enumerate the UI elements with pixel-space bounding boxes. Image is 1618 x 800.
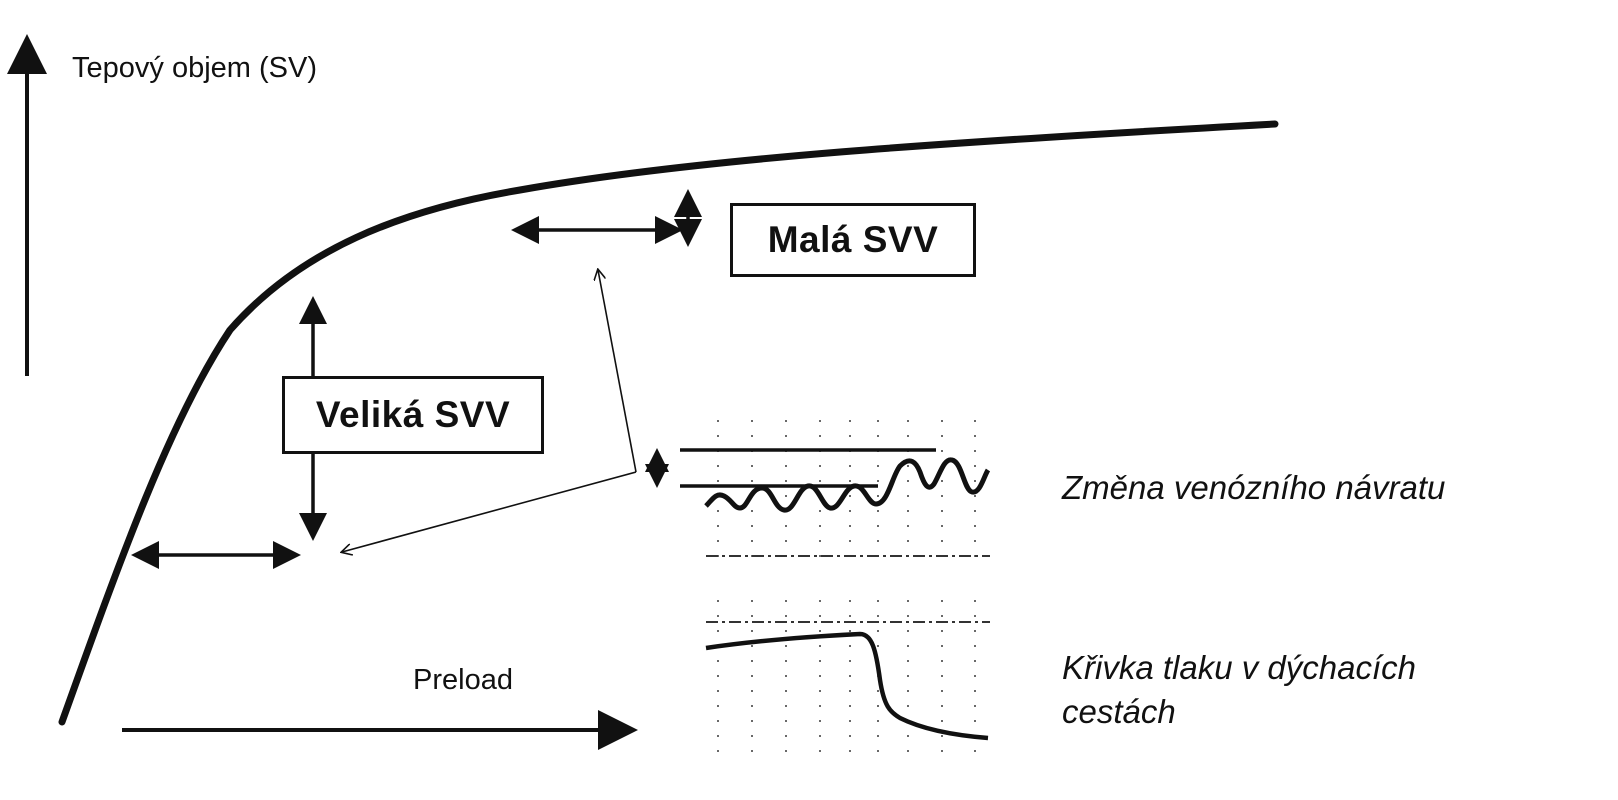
small-svv-box: Malá SVV: [730, 203, 976, 277]
small-svv-label: Malá SVV: [767, 219, 939, 260]
airway-pressure-curve: [705, 631, 989, 741]
y-axis-label: Tepový objem (SV): [72, 52, 317, 84]
pointer-to-small-svv: [598, 270, 637, 473]
x-axis-label: Preload: [413, 664, 513, 696]
pointer-to-large-svv: [342, 471, 637, 552]
large-svv-label: Veliká SVV: [315, 394, 511, 435]
large-svv-box: Veliká SVV: [282, 376, 544, 454]
venous-return-change-label: Změna venózního návratu: [1062, 469, 1446, 506]
airway-pressure-curve-label: Křivka tlaku v dýchacích cestách: [1062, 649, 1416, 730]
venous-return-waveform: [704, 457, 991, 513]
airway-pressure-grid: [717, 600, 976, 760]
frank-starling-curve: [58, 120, 1279, 726]
